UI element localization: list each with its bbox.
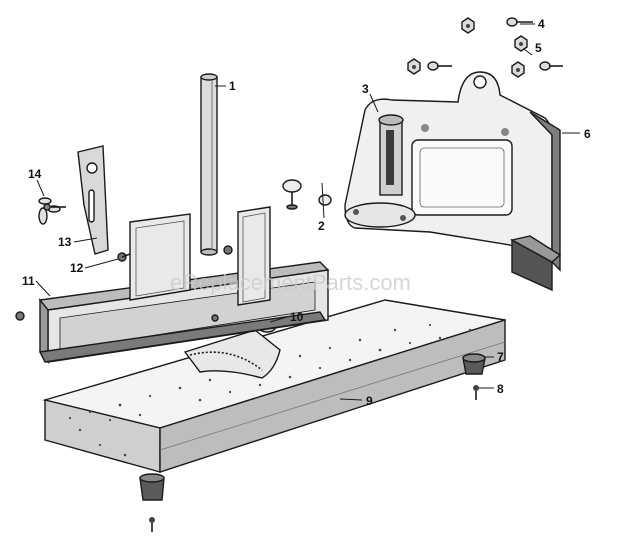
callout-10: 10 <box>290 310 304 324</box>
callout-4: 4 <box>538 17 545 31</box>
part-clamp-plate <box>77 145 109 255</box>
callout-1: 1 <box>229 79 236 93</box>
watermark-text: eReplacementParts.com <box>170 270 411 295</box>
part-hardware-4-5 <box>407 17 563 78</box>
callout-labels: 1 2 3 4 5 6 7 8 9 10 11 12 13 14 <box>22 17 591 408</box>
callout-6: 6 <box>584 127 591 141</box>
part-wing-nut <box>38 197 66 225</box>
part-screw-12 <box>117 252 131 262</box>
callout-7: 7 <box>497 350 504 364</box>
part-foot-7-8-right <box>462 353 486 400</box>
part-bolt-2 <box>282 179 332 210</box>
fence-screws <box>15 245 233 322</box>
part-arm-casting <box>344 71 562 292</box>
part-post <box>200 73 218 256</box>
part-fence <box>38 206 330 364</box>
callout-11: 11 <box>22 274 35 288</box>
part-foot-bottom <box>139 473 165 532</box>
leader-lines <box>35 23 580 401</box>
callout-8: 8 <box>497 382 504 396</box>
callout-5: 5 <box>535 41 542 55</box>
callout-13: 13 <box>58 235 72 249</box>
callout-9: 9 <box>366 394 373 408</box>
callout-12: 12 <box>70 261 84 275</box>
callout-3: 3 <box>362 82 369 96</box>
callout-2: 2 <box>318 219 325 233</box>
callout-14: 14 <box>28 167 42 181</box>
